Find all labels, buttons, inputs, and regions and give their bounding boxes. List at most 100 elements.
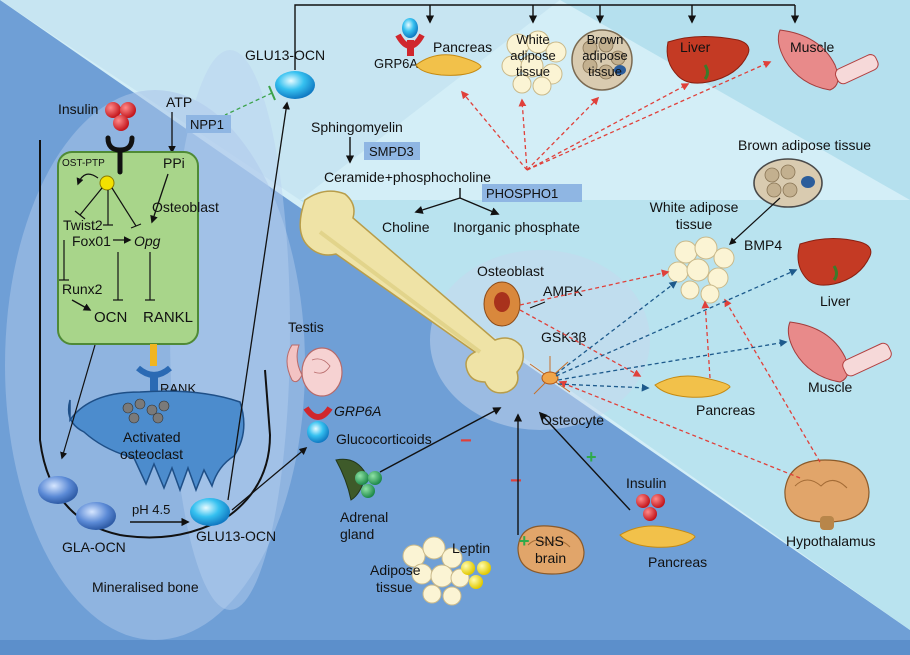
blue-arrows-right xyxy=(555,268,798,392)
white-adipose-right-line1: White adipose xyxy=(650,199,739,215)
runx2-to-ocn-arrow xyxy=(71,299,92,311)
hypothalamus-label: Hypothalamus xyxy=(786,533,876,549)
gla-ocn-molecule-1 xyxy=(38,476,78,504)
inorganic-phosphate-label: Inorganic phosphate xyxy=(453,219,580,235)
osteoblast-right-label: Osteoblast xyxy=(477,263,544,279)
pancreas-right-label: Pancreas xyxy=(696,402,755,418)
brain-stem xyxy=(820,516,834,530)
brown-adipose-right-nucleus xyxy=(801,176,815,188)
bottom-pancreas-organ xyxy=(619,525,696,548)
testis-organ xyxy=(286,344,343,397)
top-grp6a-receptor xyxy=(395,18,425,56)
glucocorticoid-molecules xyxy=(355,471,382,498)
insulin-receptor xyxy=(105,135,135,175)
glu13-ocn-to-testis-arrow xyxy=(231,446,308,511)
liver-right-label: Liver xyxy=(820,293,851,309)
sns-brain-folds xyxy=(527,539,571,548)
red-arrows-top xyxy=(461,60,772,171)
npp1-inhibition-bar xyxy=(268,85,276,101)
top-pancreas-organ xyxy=(415,54,482,76)
phosphate-arrow xyxy=(459,197,500,216)
glu13-ocn-bottom-label: GLU13-OCN xyxy=(196,528,276,544)
bone-shape xyxy=(299,190,524,394)
brown-adipose-right-label: Brown adipose tissue xyxy=(738,137,871,153)
top-distribution-arrows xyxy=(294,4,800,70)
bottom-pancreas-label: Pancreas xyxy=(648,554,707,570)
osteoblast-left-label: Osteoblast xyxy=(152,199,219,215)
fox01-label: Fox01 xyxy=(72,233,111,249)
glucocorticoids-minus: − xyxy=(460,430,472,452)
osteoblast-signaling-lines xyxy=(59,187,155,301)
rankl-label: RANKL xyxy=(143,309,193,326)
top-muscle-fiber xyxy=(834,54,879,85)
hypothalamus-brain-organ xyxy=(784,459,870,523)
adrenal-line1: Adrenal xyxy=(340,509,388,525)
sns-minus: − xyxy=(510,470,522,492)
ppi-arrow xyxy=(150,173,169,224)
muscle-right-fiber xyxy=(842,342,892,377)
top-muscle-organ xyxy=(777,29,839,91)
leptin-molecules xyxy=(461,561,491,589)
ph-label: pH 4.5 xyxy=(132,502,170,517)
top-pancreas-label: Pancreas xyxy=(433,39,492,55)
top-brown-adipose-nucleus xyxy=(614,65,626,75)
npp1-label: NPP1 xyxy=(190,117,224,132)
adrenal-line2: gland xyxy=(340,526,374,542)
ampk-label: AMPK xyxy=(543,283,583,299)
ocn-to-gla-arrow xyxy=(60,344,96,460)
smpd3-label: SMPD3 xyxy=(369,144,414,159)
top-white-adipose-line3: tissue xyxy=(516,64,550,79)
muscle-right-label: Muscle xyxy=(808,379,853,395)
ost-ptp-node xyxy=(99,175,115,191)
adrenal-gland-organ xyxy=(335,458,367,501)
adipose-line2: tissue xyxy=(376,579,413,595)
top-brown-adipose-line1: Brown xyxy=(587,32,624,47)
twist2-label: Twist2 xyxy=(63,217,103,233)
runx2-label: Runx2 xyxy=(62,281,103,297)
insulin-plus: + xyxy=(586,447,597,467)
top-muscle-label: Muscle xyxy=(790,39,835,55)
opg-label: Opg xyxy=(134,233,161,249)
insulin-left-label: Insulin xyxy=(58,101,98,117)
osteocyte-label: Osteocyte xyxy=(541,412,604,428)
osteoclast-cell xyxy=(67,390,245,493)
white-adipose-right-line2: tissue xyxy=(676,216,713,232)
insulin-bottom-molecules xyxy=(636,494,665,521)
glu13-ocn-top-label: GLU13-OCN xyxy=(245,47,325,63)
atp-label: ATP xyxy=(166,94,192,110)
glu13-ocn-top-molecule xyxy=(275,71,315,99)
testis-label: Testis xyxy=(288,319,324,335)
smpd3-box xyxy=(364,142,420,160)
npp1-box xyxy=(186,115,231,133)
hypothalamus-brain-folds xyxy=(794,479,848,489)
ost-ptp-feedback-arrow xyxy=(76,173,99,186)
testis-glu13-molecule xyxy=(307,421,329,443)
osteoclast-vesicles xyxy=(122,398,170,424)
background-shade xyxy=(0,0,560,200)
choline-arrow xyxy=(414,197,461,214)
adipose-tissue-cells xyxy=(402,536,470,606)
brown-adipose-right-cells xyxy=(764,164,798,198)
osteoblast-cell xyxy=(57,151,199,345)
red-arrows-right xyxy=(519,269,821,479)
gla-ocn-label: GLA-OCN xyxy=(62,539,126,555)
liver-right-gallbladder xyxy=(832,265,838,281)
leptin-plus: + xyxy=(519,531,530,551)
white-adipose-right-cells xyxy=(667,236,735,304)
brain-label: brain xyxy=(535,550,566,566)
top-brown-adipose-line3: tissue xyxy=(588,64,622,79)
osteoblast-right-cell xyxy=(483,281,521,327)
phospho1-label: PHOSPHO1 xyxy=(486,186,558,201)
gsk3b-label: GSK3β xyxy=(541,329,586,345)
phospho1-box xyxy=(482,184,582,202)
top-white-adipose-line2: adipose xyxy=(510,48,556,63)
mineralised-bone-label: Mineralised bone xyxy=(92,579,199,595)
top-brown-adipose-cells xyxy=(582,37,626,80)
sphingomyelin-label: Sphingomyelin xyxy=(311,119,403,135)
leptin-label: Leptin xyxy=(452,540,490,556)
bmp4-label: BMP4 xyxy=(744,237,782,253)
top-liver-organ xyxy=(666,35,750,84)
insulin-left-molecules xyxy=(105,102,136,131)
background-bottom-band xyxy=(0,640,910,655)
